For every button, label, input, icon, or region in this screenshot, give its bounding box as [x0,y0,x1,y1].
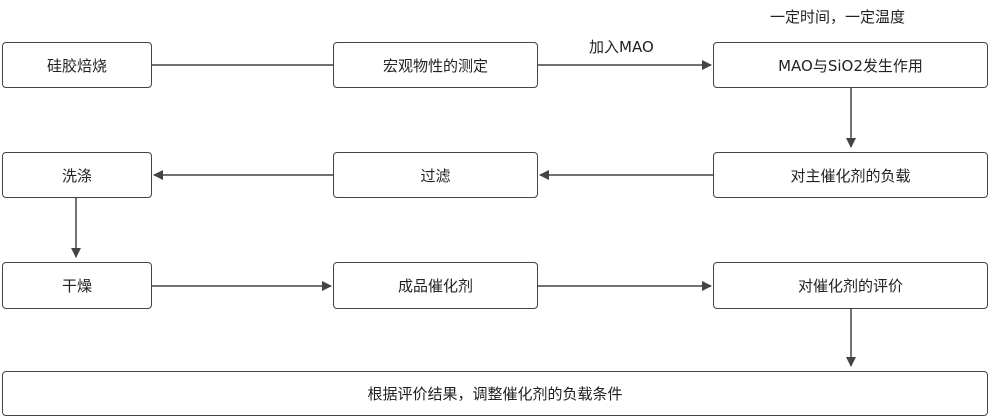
node-calcination: 硅胶焙烧 [2,42,152,88]
node-mao-interaction: MAO与SiO2发生作用 [713,42,988,88]
annotation-add-mao: 加入MAO [589,38,654,56]
node-measurement: 宏观物性的测定 [333,42,538,88]
node-product: 成品催化剂 [333,262,538,309]
node-filtration: 过滤 [333,152,538,198]
node-loading: 对主催化剂的负载 [713,152,988,198]
node-washing: 洗涤 [2,152,152,198]
annotation-time-temperature: 一定时间，一定温度 [770,8,906,26]
node-drying: 干燥 [2,262,152,309]
node-adjustment: 根据评价结果，调整催化剂的负载条件 [2,371,988,416]
node-evaluation: 对催化剂的评价 [713,262,988,309]
